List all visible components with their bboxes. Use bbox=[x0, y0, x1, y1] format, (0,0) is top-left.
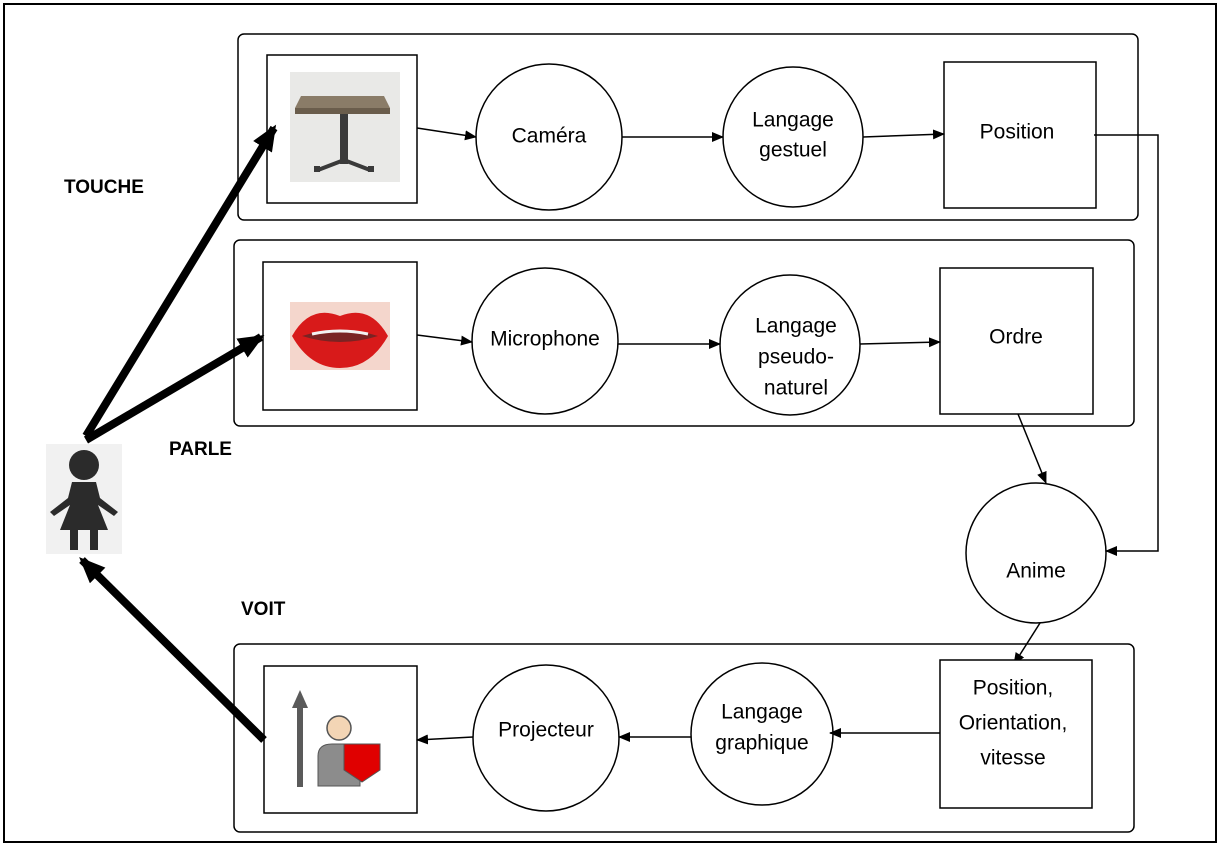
thick-arrow-to-speak bbox=[83, 333, 265, 444]
label-parle: PARLE bbox=[169, 439, 232, 460]
arrow-language-to-position bbox=[862, 129, 945, 140]
projector-label: Projecteur bbox=[498, 719, 594, 742]
order-node: Ordre bbox=[939, 267, 1094, 415]
label-touche: TOUCHE bbox=[64, 177, 144, 198]
camera-label: Caméra bbox=[512, 125, 587, 148]
gesture-language-node: Langage gestuel bbox=[722, 66, 864, 208]
row-see-container bbox=[233, 643, 1135, 833]
arrow-lips-to-microphone bbox=[416, 334, 473, 346]
lips-icon bbox=[290, 302, 390, 370]
row-touch-container bbox=[237, 33, 1139, 221]
outer-frame bbox=[3, 3, 1217, 843]
order-label: Ordre bbox=[989, 326, 1043, 349]
position-label: Position bbox=[980, 121, 1055, 144]
microphone-node: Microphone bbox=[471, 267, 619, 415]
graphic-language-line2: graphique bbox=[715, 732, 808, 755]
arrow-anime-to-state bbox=[1013, 622, 1041, 665]
anime-label: Anime bbox=[1006, 560, 1066, 583]
pseudo-natural-language-node: Langage pseudo- naturel bbox=[719, 274, 861, 416]
camera-node: Caméra bbox=[475, 63, 623, 211]
thick-arrow-from-see bbox=[79, 557, 267, 743]
lips-icon-box bbox=[262, 261, 418, 411]
position-node: Position bbox=[943, 61, 1097, 209]
state-line3: vitesse bbox=[980, 747, 1045, 770]
arrow-table-to-camera bbox=[416, 127, 477, 141]
label-voit: VOIT bbox=[241, 599, 286, 620]
arrow-projector-to-icon bbox=[416, 734, 474, 745]
arrow-order-to-anime bbox=[1017, 413, 1047, 484]
table-icon bbox=[290, 72, 400, 182]
thick-arrow-to-touch bbox=[82, 124, 278, 439]
row-speak-container bbox=[233, 239, 1135, 427]
person-projection-icon-box bbox=[263, 665, 418, 814]
person-projection-icon bbox=[292, 690, 381, 787]
anime-node: Anime bbox=[965, 482, 1107, 624]
pseudo-natural-line1: Langage bbox=[755, 315, 837, 338]
pseudo-natural-line2: pseudo- bbox=[758, 346, 834, 369]
graphic-language-line1: Langage bbox=[721, 701, 803, 724]
pseudo-natural-line3: naturel bbox=[764, 377, 828, 400]
graphic-language-node: Langage graphique bbox=[690, 662, 834, 806]
microphone-label: Microphone bbox=[490, 328, 600, 351]
child-silhouette-icon bbox=[46, 444, 122, 554]
arrow-position-to-anime bbox=[1094, 134, 1159, 556]
table-icon-box bbox=[266, 54, 418, 204]
state-node: Position, Orientation, vitesse bbox=[939, 659, 1093, 809]
projector-node: Projecteur bbox=[472, 664, 620, 812]
state-line2: Orientation, bbox=[959, 712, 1068, 735]
arrow-language-to-order bbox=[859, 337, 941, 348]
gesture-language-line2: gestuel bbox=[759, 139, 827, 162]
gesture-language-line1: Langage bbox=[752, 109, 834, 132]
state-line1: Position, bbox=[973, 677, 1054, 700]
